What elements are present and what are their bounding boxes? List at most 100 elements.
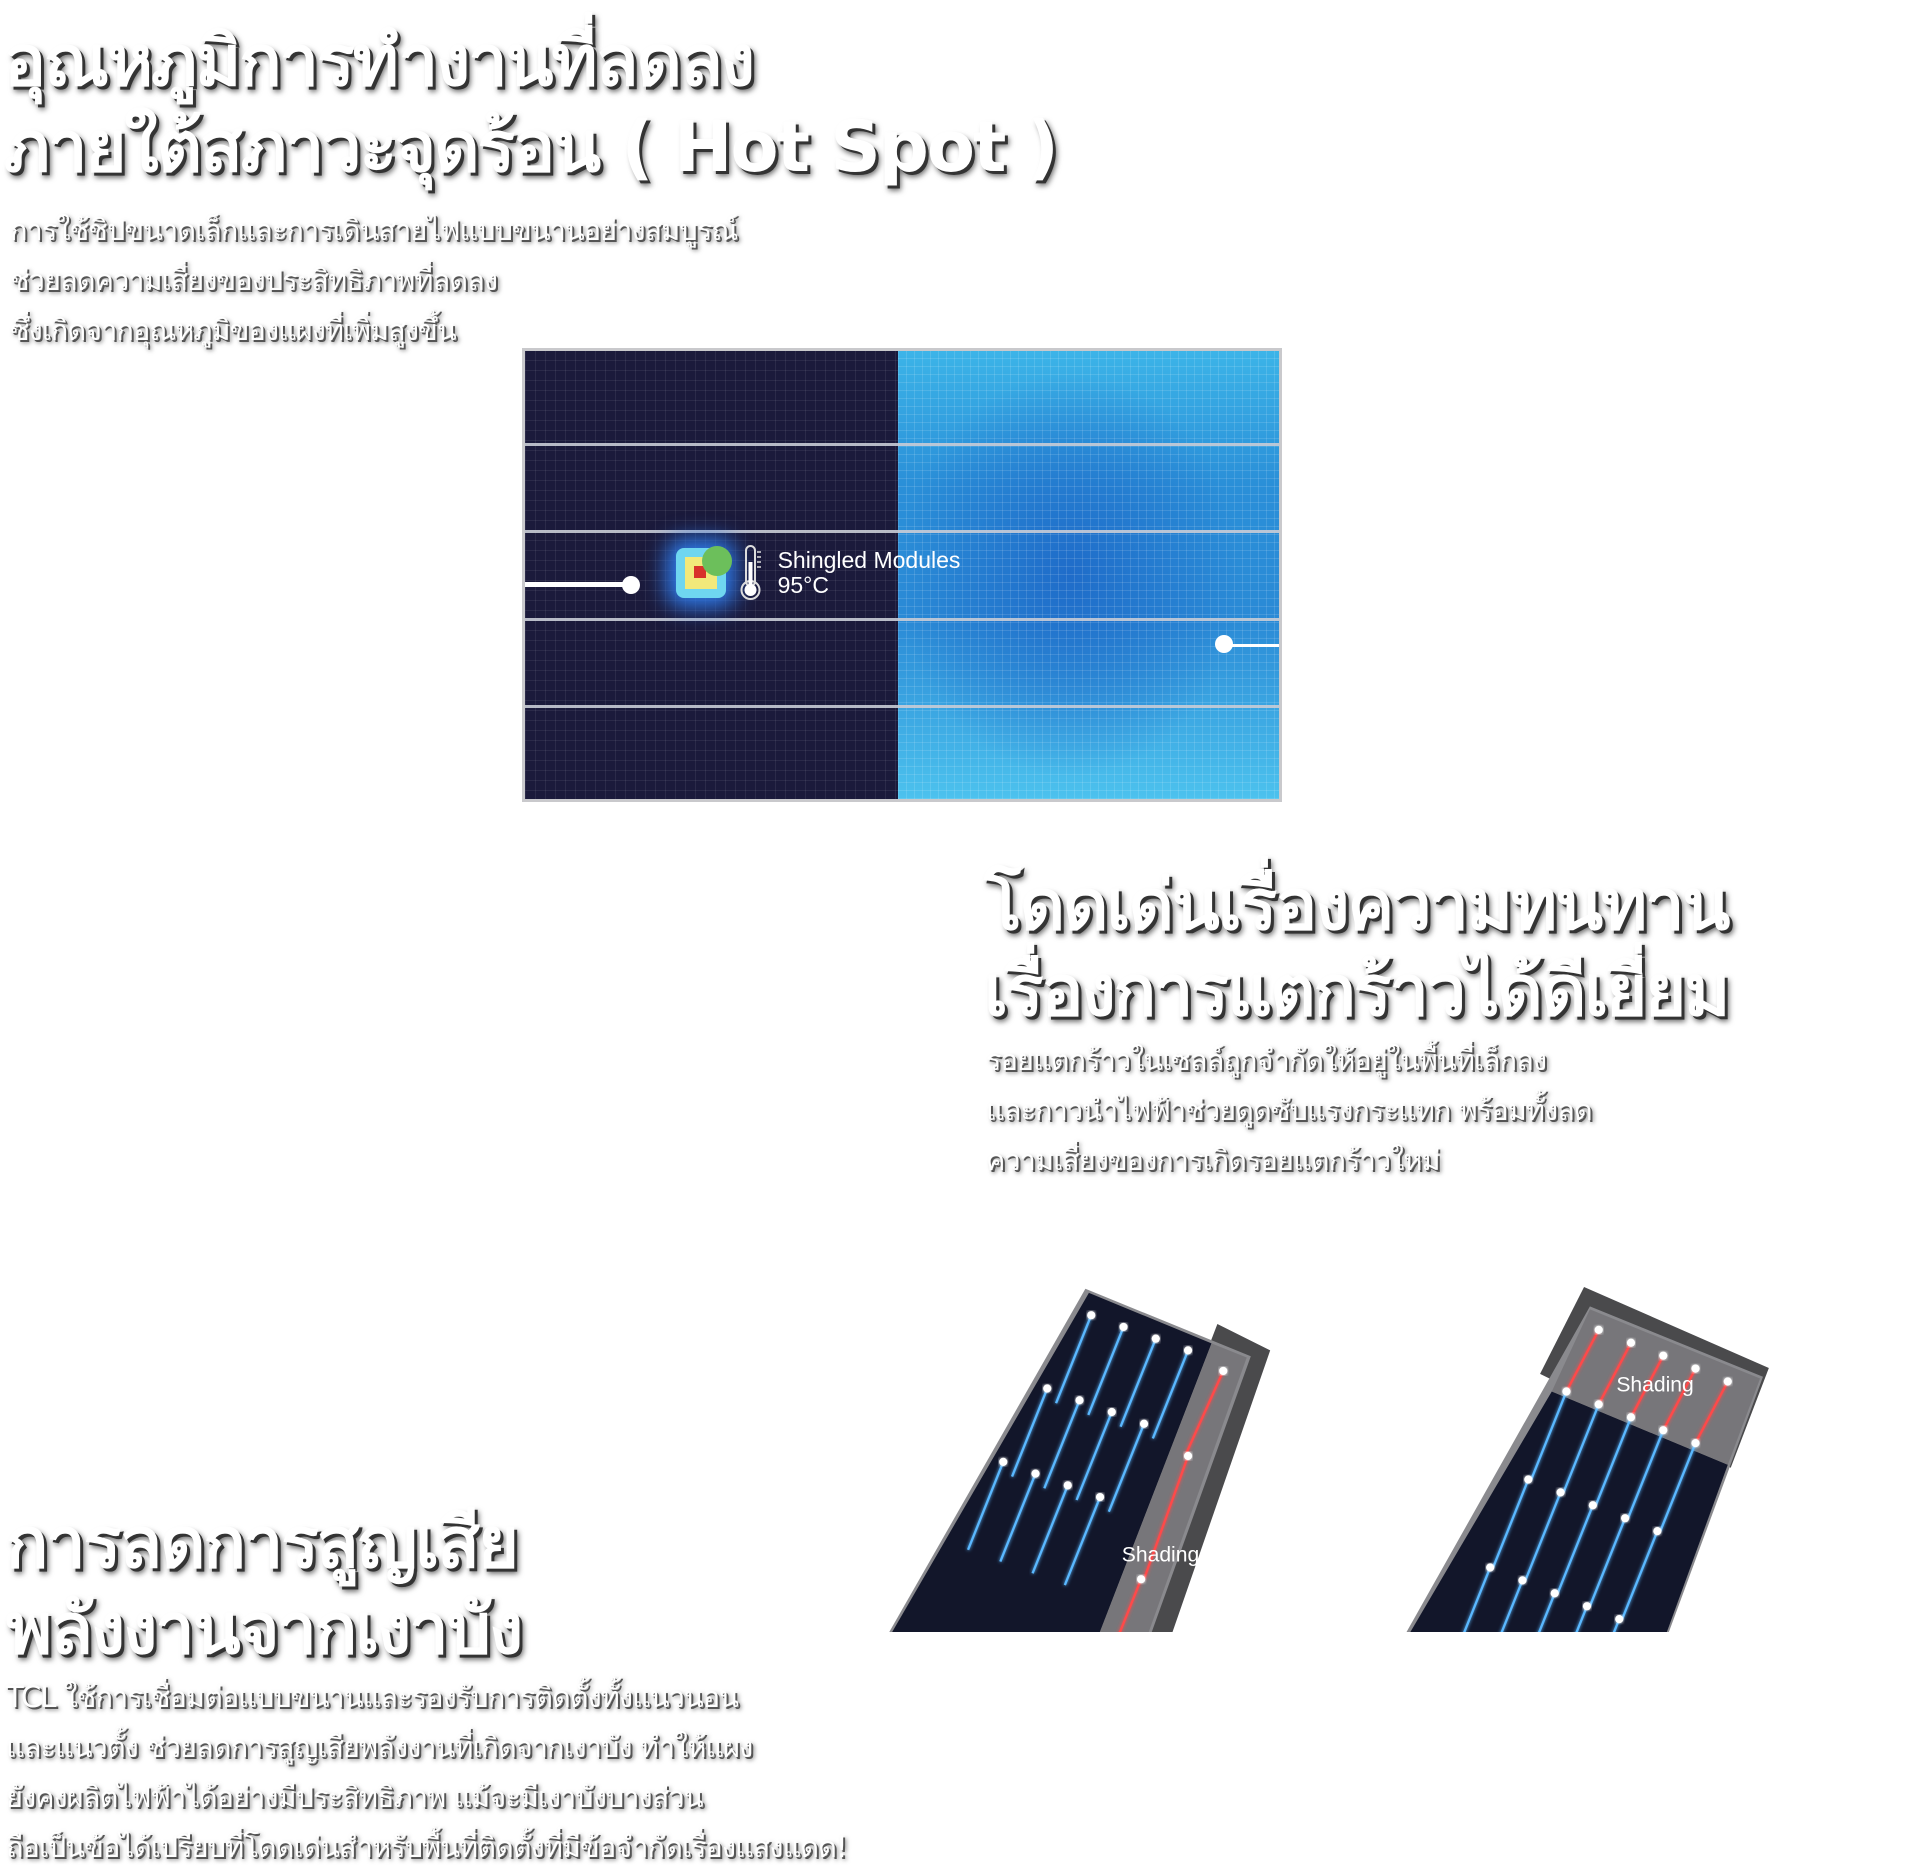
current-line <box>1626 1429 1665 1519</box>
current-dot <box>1119 1322 1128 1332</box>
current-line <box>1118 1578 1143 1632</box>
current-dot <box>1107 1407 1116 1417</box>
shading-illustration: Shading Shading <box>889 1287 1769 1632</box>
current-line <box>1575 1605 1589 1632</box>
current-line <box>1184 1370 1225 1457</box>
current-dot <box>1075 1396 1084 1405</box>
current-line <box>1588 1517 1627 1607</box>
current-line <box>1492 1479 1530 1568</box>
current-dot <box>1524 1475 1533 1484</box>
title-line: พลังงานจากเงาบัง <box>6 1588 523 1670</box>
current-dot <box>1615 1614 1624 1624</box>
panel-divider <box>525 704 1279 708</box>
current-dot <box>1139 1419 1149 1428</box>
current-dot <box>1183 1451 1193 1461</box>
current-dot <box>1137 1575 1146 1584</box>
crack-resistance-description: รอยแตกร้าวในเซลล์ถูกจำกัดให้อยู่ในพื้นที… <box>986 1035 1593 1185</box>
title-line: อุณหภูมิการทำงานที่ลดลง <box>4 20 755 102</box>
module-label: Shingled Modules <box>777 547 961 574</box>
hot-spot-icon <box>675 546 732 599</box>
current-line <box>1556 1504 1594 1594</box>
description-line: ยังคงผลิตไฟฟ้าได้อย่างมีประสิทธิภาพ แม้จ… <box>6 1780 704 1814</box>
title-line: เรื่องการแตกร้าวได้ดีเยี่ยม <box>984 950 1730 1032</box>
current-line <box>1597 1342 1633 1405</box>
current-line <box>966 1461 1005 1551</box>
current-dot <box>1087 1311 1096 1320</box>
leader-line <box>525 581 627 587</box>
current-dot <box>1594 1400 1603 1409</box>
current-dot <box>1219 1366 1228 1376</box>
current-dot <box>1518 1576 1527 1585</box>
panel-divider <box>525 530 1279 534</box>
crack-resistance-title: โดดเด่นเรื่องความทนทาน เรื่องการแตกร้าวไ… <box>984 862 1730 1034</box>
current-dot <box>1550 1589 1559 1598</box>
current-line <box>1565 1329 1600 1393</box>
shading-label: Shading <box>1616 1373 1693 1396</box>
description-line: TCL ใช้การเชื่อมต่อแบบขนานและรองรับการติ… <box>6 1680 739 1714</box>
title-line: ภายใต้สภาวะจุดร้อน ( Hot Spot ) <box>4 106 1059 188</box>
shading-loss-description: TCL ใช้การเชื่อมต่อแบบขนานและรองรับการติ… <box>6 1672 848 1872</box>
title-line: โดดเด่นเรื่องความทนทาน <box>984 864 1730 946</box>
current-dot <box>1486 1563 1495 1572</box>
current-line <box>1524 1491 1562 1581</box>
current-dot <box>1582 1602 1592 1611</box>
current-line <box>1662 1368 1697 1431</box>
current-dot <box>1183 1346 1193 1355</box>
current-dot <box>1562 1387 1571 1396</box>
current-line <box>1530 1391 1568 1480</box>
current-dot <box>1723 1377 1732 1386</box>
shading-label: Shading <box>1122 1544 1199 1567</box>
title-line: การลดการสูญเสีย <box>6 1502 519 1584</box>
current-line <box>1500 1579 1524 1632</box>
description-line: การใช้ชิปขนาดเล็กและการเดินสายไฟแบบขนานอ… <box>10 213 738 247</box>
current-line <box>1010 1388 1049 1477</box>
current-dot <box>1556 1488 1565 1497</box>
current-line <box>1659 1442 1697 1532</box>
description-line: และแนวตั้ง ช่วยลดการสูญเสียพลังงานที่เกิ… <box>6 1730 753 1764</box>
description-line: ช่วยลดความเสี่ยงของประสิทธิภาพที่ลดลง <box>10 263 498 297</box>
hotspot-comparison-image: Shingled Modules 95°C <box>522 348 1282 802</box>
current-line <box>1054 1314 1093 1404</box>
current-line <box>999 1473 1037 1563</box>
current-line <box>1043 1399 1081 1489</box>
current-dot <box>1626 1413 1636 1422</box>
panel-divider <box>525 442 1279 446</box>
current-line <box>1463 1567 1492 1632</box>
current-line <box>1142 1455 1190 1580</box>
description-line: ถือเป็นข้อได้เปรียบที่โดดเด่นสำหรับพื้นท… <box>6 1830 848 1864</box>
thermal-panel-half <box>898 351 1279 799</box>
thermometer-icon <box>740 544 761 600</box>
panel-divider <box>525 617 1279 621</box>
current-line <box>1031 1484 1069 1574</box>
description-line: ซึ่งเกิดจากอุณหภูมิของแผงที่เพิ่มสูงขึ้น <box>10 313 457 347</box>
leader-dot <box>1214 635 1233 654</box>
current-line <box>1562 1403 1600 1493</box>
leader-line <box>1226 644 1279 648</box>
description-line: ความเสี่ยงของการเกิดรอยแตกร้าวใหม่ <box>986 1143 1441 1177</box>
current-dot <box>1621 1514 1630 1523</box>
current-line <box>1621 1530 1659 1620</box>
current-line <box>1107 1423 1146 1513</box>
current-dot <box>1659 1426 1668 1435</box>
current-dot <box>1063 1481 1072 1490</box>
current-dot <box>1043 1384 1052 1393</box>
current-dot <box>1588 1501 1597 1510</box>
current-dot <box>999 1457 1008 1466</box>
current-line <box>1075 1411 1113 1501</box>
current-dot <box>1659 1351 1668 1360</box>
current-dot <box>1031 1469 1040 1478</box>
current-line <box>1087 1326 1125 1416</box>
description-line: รอยแตกร้าวในเซลล์ถูกจำกัดให้อยู่ในพื้นที… <box>986 1043 1547 1077</box>
current-line <box>1694 1380 1729 1444</box>
current-dot <box>1626 1338 1636 1347</box>
current-dot <box>1095 1492 1105 1502</box>
leader-dot <box>621 576 640 595</box>
shading-loss-title: การลดการสูญเสีย พลังงานจากเงาบัง <box>6 1500 523 1672</box>
current-line <box>1151 1349 1190 1439</box>
current-dot <box>1691 1438 1700 1448</box>
current-line <box>1594 1416 1633 1506</box>
current-dot <box>1653 1526 1662 1536</box>
current-dot <box>1151 1334 1160 1343</box>
temperature-readout: 95°C <box>777 572 829 599</box>
portrait-shaded-panel: Shading <box>889 1288 1271 1632</box>
